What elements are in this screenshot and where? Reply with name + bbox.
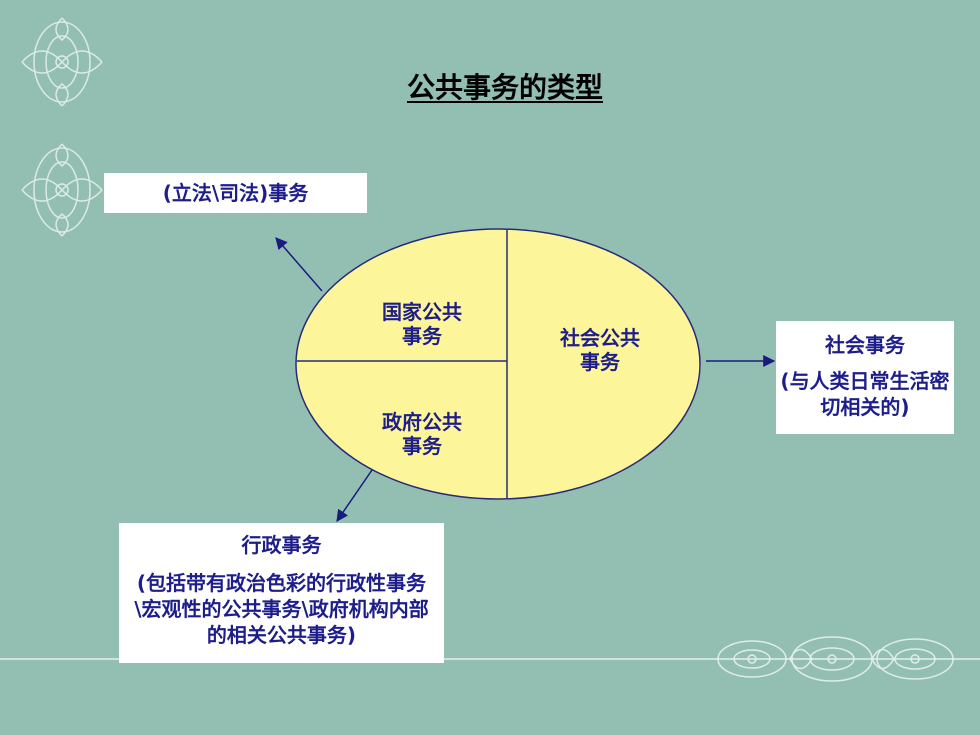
legislative-judicial-affairs-box: (立法\司法)事务 <box>104 173 367 213</box>
state-public-affairs-label: 国家公共 事务 <box>382 300 462 348</box>
ornament-left-top <box>21 17 103 107</box>
social-affairs-heading: 社会事务 <box>825 333 905 357</box>
social-affairs-box: 社会事务 (与人类日常生活密切相关的) <box>776 321 954 434</box>
page-title: 公共事务的类型 <box>406 71 603 104</box>
administrative-affairs-box: 行政事务 (包括带有政治色彩的行政性事务\宏观性的公共事务\政府机构内部的相关公… <box>119 523 444 663</box>
social-affairs-detail: (与人类日常生活密切相关的) <box>780 369 950 419</box>
social-public-affairs-label: 社会公共 事务 <box>560 326 640 374</box>
ornament-bottom-right <box>717 636 954 682</box>
administrative-affairs-detail: (包括带有政治色彩的行政性事务\宏观性的公共事务\政府机构内部的相关公共事务) <box>134 571 429 647</box>
public-affairs-ellipse <box>295 228 701 500</box>
ornament-left-bottom <box>21 143 103 237</box>
government-public-affairs-label: 政府公共 事务 <box>382 410 462 458</box>
arrow-to-administrative <box>336 469 373 522</box>
arrow-to-legislative <box>275 237 323 292</box>
administrative-affairs-heading: 行政事务 <box>241 533 322 557</box>
